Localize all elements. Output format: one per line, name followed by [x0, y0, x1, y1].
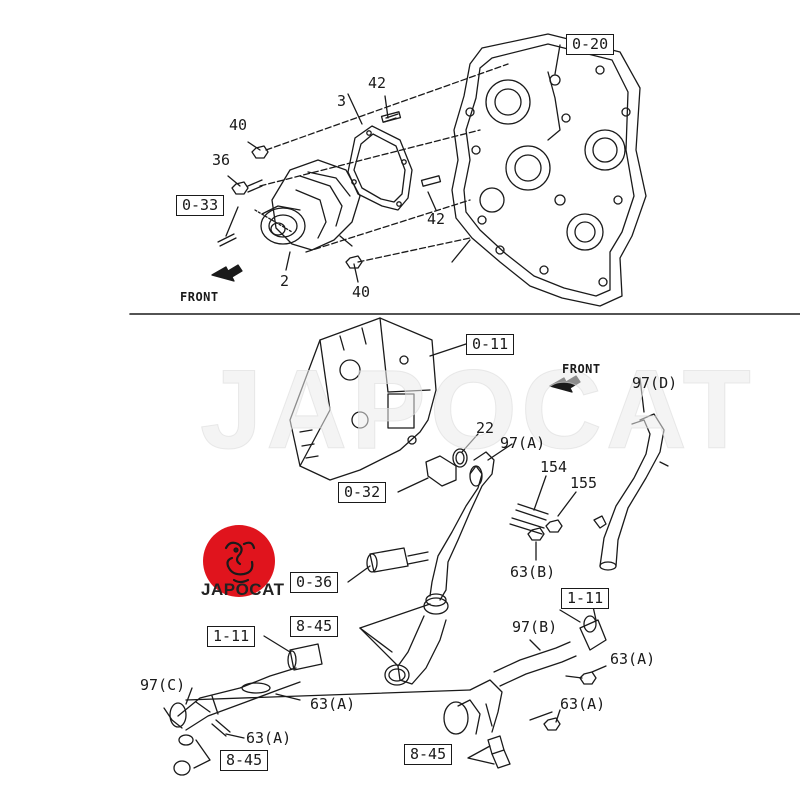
part-22: 22 — [476, 419, 495, 437]
pipe-97a — [425, 451, 495, 607]
engine-block — [289, 317, 437, 481]
part-63a-left-lower: 63(A) — [246, 729, 292, 747]
part-97b: 97(B) — [512, 618, 558, 636]
part-42-lower: 42 — [427, 210, 446, 228]
ref-0-33: 0-33 — [176, 195, 225, 216]
part-97c: 97(C) — [140, 676, 186, 694]
part-40-lower: 40 — [352, 283, 371, 301]
part-40-upper: 40 — [229, 116, 248, 134]
front-label-top: FRONT — [180, 290, 219, 304]
ref-1-11-left: 1-11 — [207, 626, 256, 647]
part-154: 154 — [540, 458, 568, 476]
ref-0-32: 0-32 — [338, 482, 387, 503]
part-97d: 97(D) — [632, 374, 678, 392]
part-63a-right-upper: 63(A) — [610, 650, 656, 668]
ref-0-20: 0-20 — [566, 34, 615, 55]
part-63a-right-lower: 63(A) — [560, 695, 606, 713]
ref-8-45-upper: 8-45 — [290, 616, 339, 637]
part-2: 2 — [280, 272, 290, 290]
front-label-bottom: FRONT — [562, 362, 601, 376]
water-pump — [260, 159, 361, 251]
ref-1-11-right: 1-11 — [561, 588, 610, 609]
ref-8-45-lower-left: 8-45 — [220, 750, 269, 771]
part-155: 155 — [570, 474, 598, 492]
gasket — [347, 125, 413, 211]
japocat-logo — [203, 525, 275, 597]
part-63b: 63(B) — [510, 563, 556, 581]
ref-0-11: 0-11 — [466, 334, 515, 355]
ref-8-45-lower-right: 8-45 — [404, 744, 453, 765]
ref-0-36: 0-36 — [290, 572, 339, 593]
pipe-97d — [593, 413, 669, 571]
part-36: 36 — [212, 151, 231, 169]
pipe-97b — [443, 641, 577, 735]
part-42-upper: 42 — [368, 74, 387, 92]
part-63a-left-middle: 63(A) — [310, 695, 356, 713]
part-97a: 97(A) — [500, 434, 546, 452]
part-3: 3 — [337, 92, 347, 110]
gear-case-plate — [451, 33, 647, 307]
pipe-97c — [163, 667, 301, 731]
logo-text: JAPOCAT — [201, 580, 285, 599]
